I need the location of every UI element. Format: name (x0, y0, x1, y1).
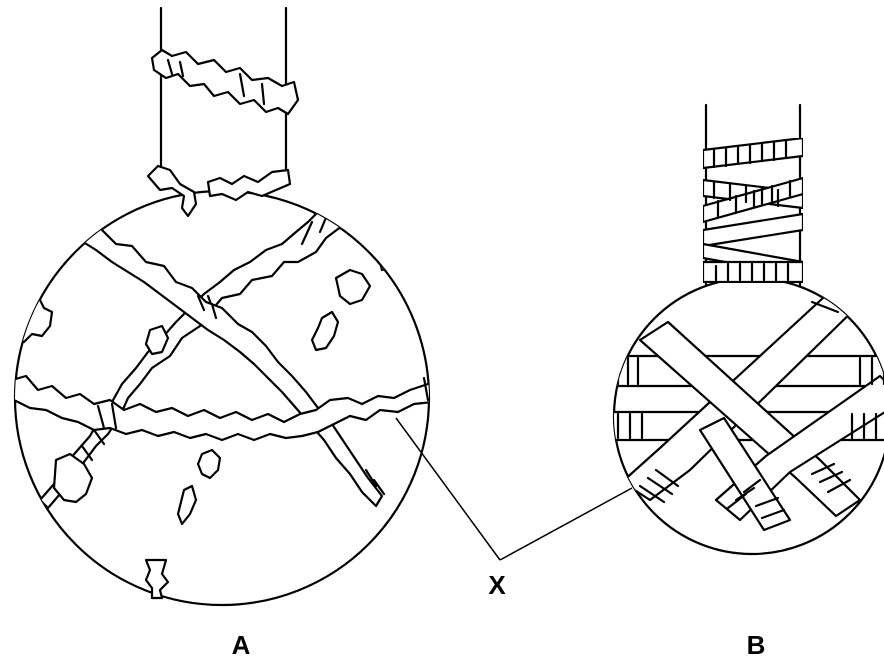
callout-x-leader-b (499, 487, 633, 561)
flask-a-neck-crust (150, 48, 300, 116)
flask-a-neck-base-crust (146, 164, 198, 218)
flask-a (13, 6, 431, 607)
label-b: B (747, 630, 766, 660)
flask-b-bulb-tape (614, 284, 884, 532)
flask-a-crust-spot-1 (334, 268, 372, 306)
flask-b-neck-tape (703, 138, 803, 283)
label-a: A (232, 630, 251, 660)
flask-a-drip (144, 558, 170, 600)
flask-a-band-equator (15, 372, 429, 442)
flask-a-band-diagonal-2 (66, 218, 384, 508)
label-x: X (488, 570, 506, 600)
callout-x-leader-a (395, 417, 501, 561)
callout-x (395, 417, 633, 561)
flask-b (612, 103, 884, 556)
